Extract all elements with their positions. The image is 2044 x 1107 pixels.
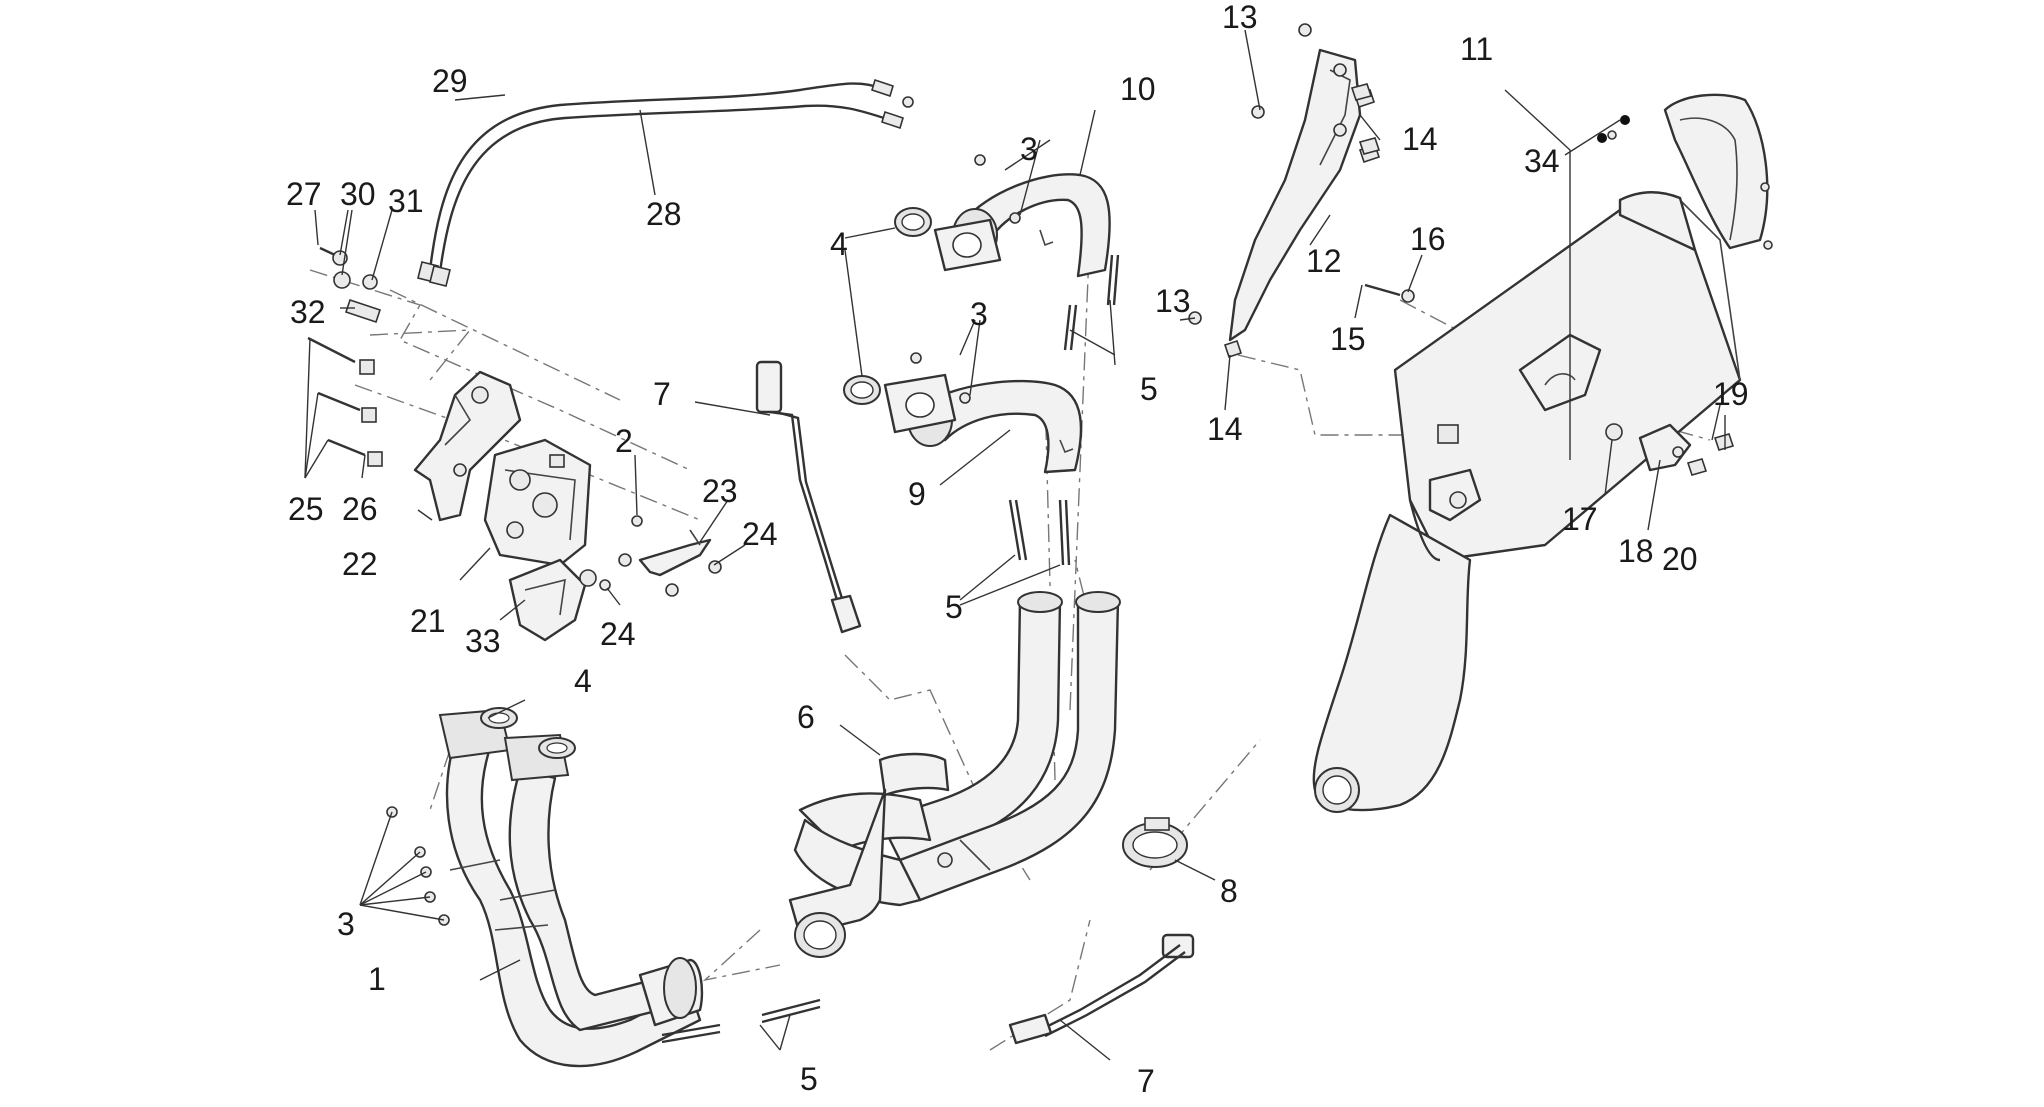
callout-12: 12: [1306, 243, 1342, 279]
callout-9: 9: [908, 476, 926, 512]
callout-5-lower: 5: [800, 1061, 818, 1097]
collector-pipe: [788, 591, 1121, 958]
callout-5-upper: 5: [1140, 371, 1158, 407]
elbow-pipe-upper: [933, 154, 1111, 278]
exhaust-clamp: [1122, 817, 1188, 868]
callout-31: 31: [388, 183, 424, 219]
throttle-cover: [508, 558, 597, 642]
callout-16: 16: [1410, 221, 1446, 257]
callout-10: 10: [1120, 71, 1156, 107]
callout-29: 29: [432, 63, 468, 99]
callout-4-lower: 4: [574, 663, 592, 699]
lambda-sensor-upper: [755, 360, 862, 634]
callout-2: 2: [615, 423, 633, 459]
leader-lines: [304, 29, 1726, 1061]
callout-25: 25: [288, 491, 324, 527]
throttle-cables: [417, 78, 914, 287]
gaskets-upper: [843, 207, 932, 405]
callout-19: 19: [1713, 376, 1749, 412]
callout-21: 21: [410, 603, 446, 639]
silencer: [1312, 191, 1742, 813]
callout-14-top: 14: [1402, 121, 1438, 157]
elbow-pipe-lower: [883, 352, 1083, 474]
springs-upper: [1008, 254, 1120, 566]
callout-24-upper: 24: [742, 516, 778, 552]
springs-lower: [661, 998, 821, 1044]
callout-20: 20: [1662, 541, 1698, 577]
cable-bracket: [638, 529, 712, 577]
callout-13-middle: 13: [1155, 283, 1191, 319]
callout-15: 15: [1330, 321, 1366, 357]
callout-3-upper-a: 3: [1020, 131, 1038, 167]
callout-26: 26: [342, 491, 378, 527]
fasteners-left: [307, 246, 722, 597]
callout-5-middle: 5: [945, 589, 963, 625]
callout-32: 32: [290, 294, 326, 330]
callout-27: 27: [286, 176, 322, 212]
callout-3-upper-b: 3: [970, 296, 988, 332]
callout-24-lower: 24: [600, 616, 636, 652]
callout-8: 8: [1220, 873, 1238, 909]
callout-28: 28: [646, 196, 682, 232]
callout-7-lower: 7: [1137, 1063, 1155, 1099]
callout-22: 22: [342, 546, 378, 582]
callout-13-top: 13: [1222, 0, 1258, 35]
callout-7-upper: 7: [653, 376, 671, 412]
callout-33: 33: [465, 623, 501, 659]
callout-34: 34: [1524, 143, 1560, 179]
throttle-body: [483, 438, 592, 567]
header-nuts: [386, 806, 450, 926]
callout-6: 6: [797, 699, 815, 735]
callout-4-upper: 4: [830, 226, 848, 262]
front-headers: [438, 708, 704, 1068]
throttle-body-bracket: [413, 370, 522, 522]
callout-labels: 1 2 3 3 3 4 4 5 5 5 6 7 7 8 9 10 11 12 1…: [286, 0, 1749, 1099]
callout-14-bottom: 14: [1207, 411, 1243, 447]
callout-11: 11: [1460, 31, 1493, 67]
callout-23: 23: [702, 473, 738, 509]
callout-18: 18: [1618, 533, 1654, 569]
callout-1: 1: [368, 961, 386, 997]
callout-17: 17: [1562, 501, 1598, 537]
callout-30: 30: [340, 176, 376, 212]
callout-3-lower: 3: [337, 906, 355, 942]
silencer-end-cap: [1597, 93, 1773, 250]
assembly-lines: [309, 229, 1711, 1051]
fasteners-right: [1188, 23, 1735, 476]
lambda-sensor-lower: [1008, 933, 1195, 1045]
